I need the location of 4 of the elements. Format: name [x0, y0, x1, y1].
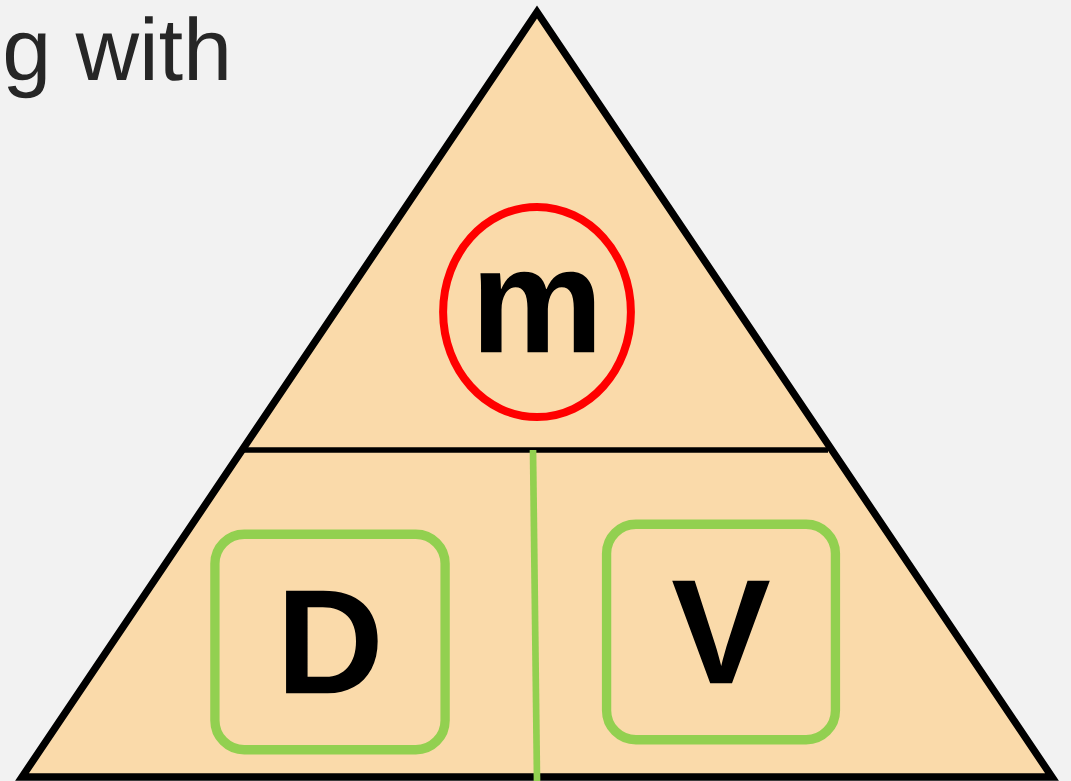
rounded-box: D	[210, 529, 450, 755]
ellipse-highlight: m	[439, 202, 635, 422]
heading-text: g with	[6, 16, 227, 99]
rounded-box: V	[601, 519, 841, 745]
